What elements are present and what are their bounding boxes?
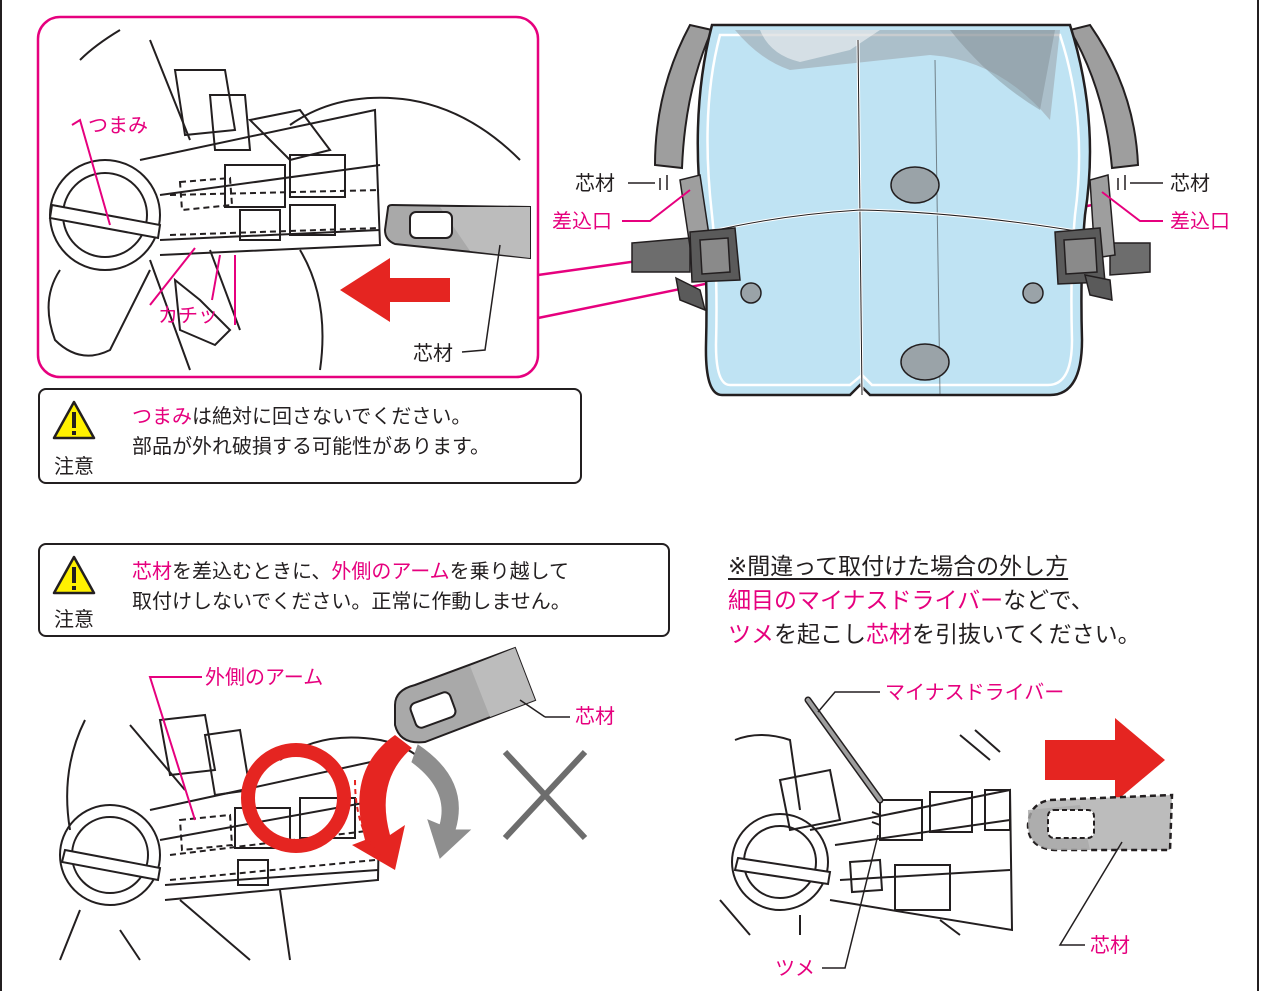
removal-instructions: ※間違って取付けた場合の外し方 細目のマイナスドライバーなどで、 ツメを起こし芯… (728, 550, 1141, 652)
caution-text-line1-rest: は絶対に回さないでください。 (192, 404, 472, 428)
wrong-path-arrow (411, 744, 472, 859)
core-label-bottom-left: 芯材 (575, 704, 615, 728)
knob-leader (71, 118, 111, 226)
correct-path-arrow (352, 735, 412, 870)
core-label-bottom-right: 芯材 (1090, 933, 1130, 957)
bottom-left-illustration (59, 646, 588, 961)
caution-box-arm: 注意 芯材を差込むときに、外側のアームを乗り越して 取付けしないでください。正常… (38, 543, 670, 637)
hood-illustration (622, 23, 1163, 397)
frame-right-border (1257, 0, 1259, 991)
core-label-right: 芯材 (1170, 171, 1210, 195)
removal-line2-rest: などで、 (1003, 588, 1094, 614)
outer-arm-label: 外側のアーム (205, 665, 324, 689)
caution-label: 注意 (54, 607, 94, 631)
caution2-text-seg2: を乗り越して (449, 559, 570, 583)
removal-heading: ※間違って取付けた場合の外し方 (728, 554, 1069, 580)
outer-arm-highlight: 外側のアーム (331, 559, 450, 583)
removal-line2: 細目のマイナスドライバーなどで、 (728, 584, 1141, 618)
core-highlight-2: 芯材 (866, 622, 912, 648)
slot-label-left: 差込口 (552, 209, 612, 233)
removal-line3-seg1: を起こし (774, 622, 866, 648)
core-label-left: 芯材 (575, 171, 615, 195)
warning-triangle-icon (52, 555, 96, 595)
caution-text-line1: つまみは絶対に回さないでください。 (132, 402, 471, 430)
slot-label-right: 差込口 (1170, 209, 1230, 233)
wrong-x-mark (502, 749, 588, 841)
warning-triangle-icon (52, 400, 96, 440)
pull-out-arrow-red (1045, 718, 1165, 802)
removal-line3: ツメを起こし芯材を引抜いてください。 (728, 618, 1141, 652)
core-label-top-detail: 芯材 (413, 341, 453, 365)
ok-circle-mark (241, 743, 351, 853)
caution2-text-line2: 取付けしないでください。正常に作動しません。 (132, 589, 571, 613)
caution2-text-line1: 芯材を差込むときに、外側のアームを乗り越して (132, 557, 569, 585)
knob-label: つまみ (88, 113, 148, 137)
caution-box-knob: 注意 つまみは絶対に回さないでください。 部品が外れ破損する可能性があります。 (38, 388, 582, 484)
core-leader-top (461, 244, 501, 353)
screwdriver-shaft (806, 698, 882, 802)
core-highlight: 芯材 (132, 559, 172, 583)
frame-left-border (0, 0, 2, 991)
knob-highlight: つまみ (132, 404, 192, 428)
caution-label: 注意 (54, 454, 94, 478)
bottom-right-illustration (719, 691, 1174, 969)
claw-highlight: ツメ (728, 622, 774, 648)
screwdriver-label: マイナスドライバー (885, 680, 1065, 704)
screwdriver-highlight: 細目のマイナスドライバー (728, 588, 1004, 614)
caution-text-line2: 部品が外れ破損する可能性があります。 (132, 434, 490, 458)
click-label: カチッ (158, 303, 218, 327)
top-detail-callout-frame (36, 15, 540, 379)
insert-arrow-red (340, 258, 450, 322)
claw-label: ツメ (775, 956, 815, 980)
arm-leader (148, 676, 202, 821)
caution2-text-seg1: を差込むときに、 (172, 559, 332, 583)
removal-line3-seg2: を引抜いてください。 (912, 622, 1141, 648)
